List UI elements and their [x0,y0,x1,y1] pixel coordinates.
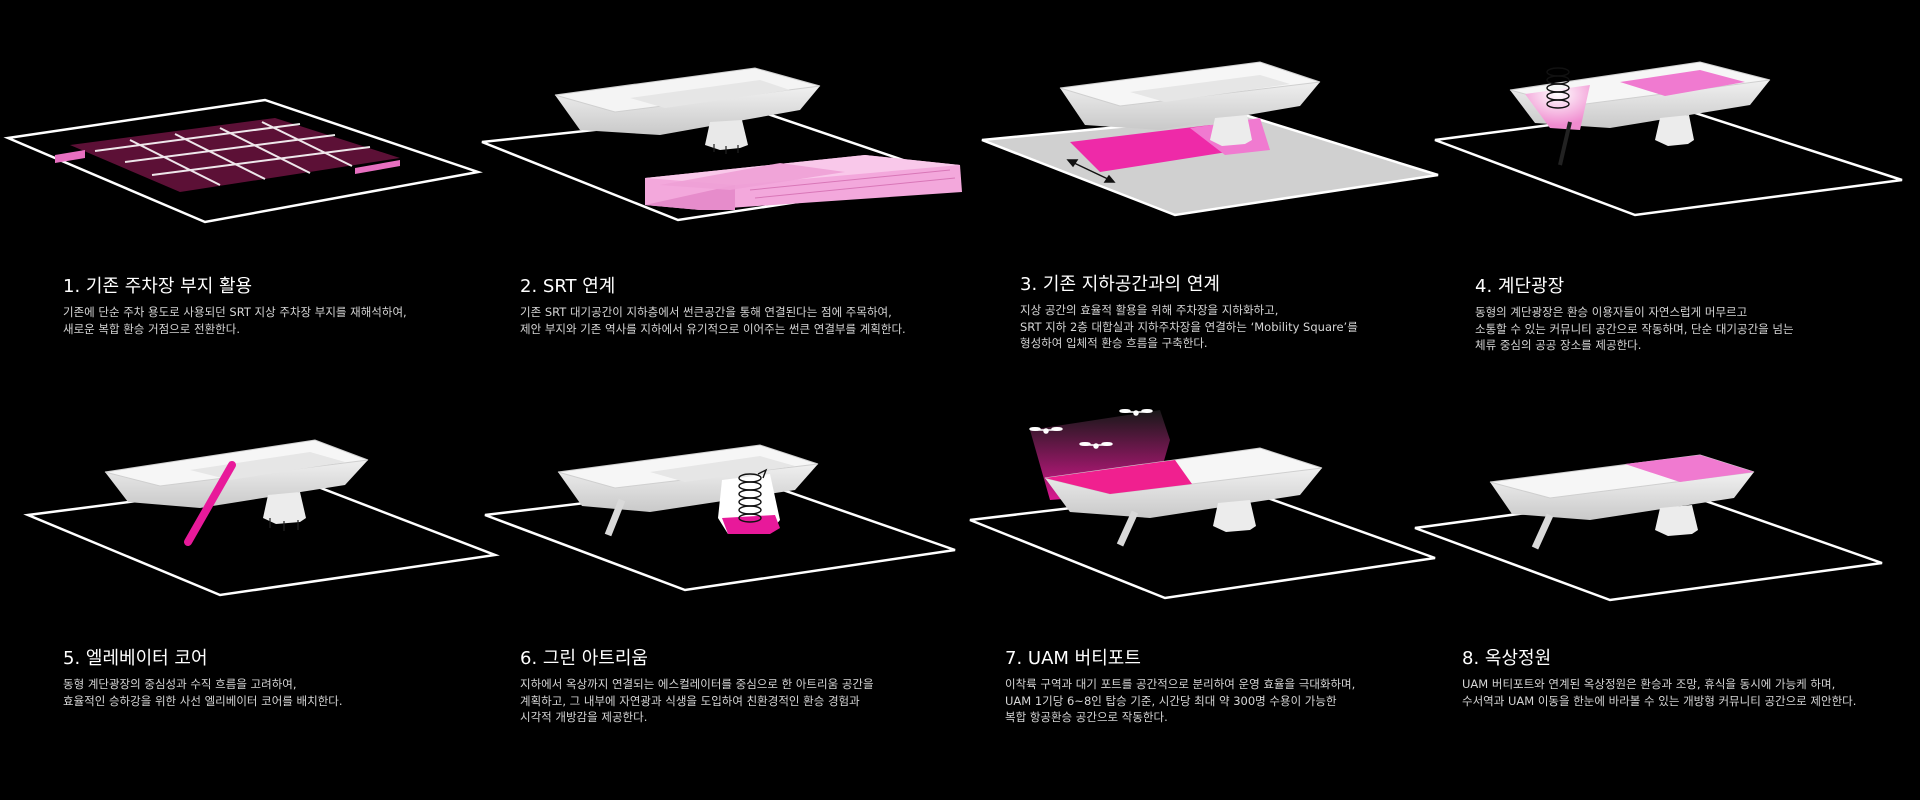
panel-desc-line: 복합 항공환승 공간으로 작동한다. [1005,710,1168,724]
caption-7: 7. UAM 버티포트 이착륙 구역과 대기 포트를 공간적으로 분리하여 운영… [1005,648,1355,726]
drone-icon [1079,442,1113,449]
rooftop-garden-illustration [1414,454,1883,602]
panel-desc-line: SRT 지하 2층 대합실과 지하주차장을 연결하는 ‘Mobility Squ… [1020,319,1358,334]
panel-desc-line: 이착륙 구역과 대기 포트를 공간적으로 분리하여 운영 효율을 극대화하며, [1005,677,1356,691]
rooftop-garden [1625,455,1754,482]
underground-link-illustration [981,61,1439,217]
site-outline [3,98,483,224]
panel-4: 4. 계단광장 동형의 계단광장은 환승 이용자들이 자연스럽게 머무르고 소통… [1430,0,1903,400]
panel-desc-line: UAM 버티포트와 연계된 옥상정원은 환승과 조망, 휴식을 동시에 가능케 … [1462,677,1836,691]
panel-desc-line: 체류 중심의 공공 장소를 제공한다. [1475,338,1642,352]
building-mass [1044,447,1323,547]
parking-site-illustration [3,98,483,224]
support-column [604,498,626,537]
double-arrow-icon [1066,159,1116,183]
sunken-connector [645,155,962,210]
panel-desc-line: 동형의 계단광장은 환승 이용자들이 자연스럽게 머무르고 [1475,305,1748,319]
panel-desc-line: 지상 공간의 효율적 활용을 위해 주차장을 지하화하고, [1020,303,1279,317]
panel-title: 2. SRT 연계 [520,276,616,297]
panel-2: 2. SRT 연계 기존 SRT 대기공간이 지하층에서 썬큰공간을 통해 연결… [470,0,962,400]
caption-3: 3. 기존 지하공간과의 연계 지상 공간의 효율적 활용을 위해 주차장을 지… [1020,274,1358,352]
parking-lot [55,118,400,192]
takeoff-zone [1045,460,1192,494]
panel-title: 8. 옥상정원 [1462,648,1552,669]
green-atrium-illustration [484,444,956,592]
elevator-core-illustration [23,439,500,597]
panel-title: 7. UAM 버티포트 [1005,648,1141,669]
panel-1: 1. 기존 주차장 부지 활용 기존에 단순 주차 용도로 사용되던 SRT 지… [0,0,483,400]
caption-2: 2. SRT 연계 기존 SRT 대기공간이 지하층에서 썬큰공간을 통해 연결… [520,276,906,337]
panel-desc-line: 기존 SRT 대기공간이 지하층에서 썬큰공간을 통해 연결된다는 점에 주목하… [520,305,892,319]
caption-8: 8. 옥상정원 UAM 버티포트와 연계된 옥상정원은 환승과 조망, 휴식을 … [1462,648,1856,709]
panel-title: 5. 엘레베이터 코어 [63,648,208,669]
panel-5: 5. 엘레베이터 코어 동형 계단광장의 중심성과 수직 흐름을 고려하여, 효… [0,400,500,800]
diagonal-elevator-core [184,461,236,546]
building-mass [1489,454,1755,550]
panel-desc-line: 수서역과 UAM 이동을 한눈에 바라볼 수 있는 개방형 커뮤니티 공간으로 … [1462,693,1857,708]
panel-title: 1. 기존 주차장 부지 활용 [63,276,253,297]
building-mass [554,67,821,154]
uam-vertiport-illustration [969,409,1436,600]
caption-6: 6. 그린 아트리움 지하에서 옥상까지 연결되는 에스컬레이터를 중심으로 한… [520,648,874,726]
panel-desc-line: UAM 1기당 6~8인 탑승 기준, 시간당 최대 약 300명 수용이 가능… [1005,693,1337,708]
panel-3: 3. 기존 지하공간과의 연계 지상 공간의 효율적 활용을 위해 주차장을 지… [960,0,1439,400]
panel-desc-line: 시각적 개방감을 제공한다. [520,710,648,724]
panel-desc-line: 지하에서 옥상까지 연결되는 에스컬레이터를 중심으로 한 아트리움 공간을 [520,677,874,691]
caption-4: 4. 계단광장 동형의 계단광장은 환승 이용자들이 자연스럽게 머무르고 소통… [1475,276,1794,354]
panel-title: 3. 기존 지하공간과의 연계 [1020,274,1220,295]
panel-desc-line: 효율적인 승하강을 위한 사선 엘리베이터 코어를 배치한다. [63,693,343,708]
drone-icon [1029,427,1063,434]
panel-desc-line: 동형 계단광장의 중심성과 수직 흐름을 고려하여, [63,677,297,691]
spiral-staircase-icon [1546,67,1570,109]
panel-desc-line: 제안 부지와 기존 역사를 지하에서 유기적으로 이어주는 썬큰 연결부를 계획… [520,321,906,336]
caption-1: 1. 기존 주차장 부지 활용 기존에 단순 주차 용도로 사용되던 SRT 지… [63,276,407,337]
support-column [1116,510,1139,547]
panel-8: 8. 옥상정원 UAM 버티포트와 연계된 옥상정원은 환승과 조망, 휴식을 … [1410,400,1883,800]
panel-title: 6. 그린 아트리움 [520,648,648,669]
caption-5: 5. 엘레베이터 코어 동형 계단광장의 중심성과 수직 흐름을 고려하여, 효… [63,648,343,709]
panel-title: 4. 계단광장 [1475,276,1565,297]
panel-desc-line: 소통할 수 있는 커뮤니티 공간으로 작동하며, 단순 대기공간을 넘는 [1475,321,1794,336]
atrium-greenery [722,515,780,534]
srt-connection-illustration [481,67,962,222]
panel-desc-line: 새로운 복합 환승 거점으로 전환한다. [63,321,240,336]
panel-desc-line: 계획하고, 그 내부에 자연광과 식생을 도입하여 친환경적인 환승 경험과 [520,693,860,708]
panel-7: 7. UAM 버티포트 이착륙 구역과 대기 포트를 공간적으로 분리하여 운영… [960,400,1436,800]
panel-desc-line: 기존에 단순 주차 용도로 사용되던 SRT 지상 주차장 부지를 재해석하여, [63,305,407,319]
building-mass [1059,61,1321,146]
stair-plaza-illustration [1434,61,1903,217]
building-mass [557,444,819,537]
panel-desc-line: 형성하여 입체적 환승 흐름을 구축한다. [1020,336,1208,350]
drone-icon [1119,409,1153,416]
building-mass [104,439,369,531]
panel-6: 6. 그린 아트리움 지하에서 옥상까지 연결되는 에스컬레이터를 중심으로 한… [470,400,956,800]
support-column [1531,513,1554,550]
support-column [1558,121,1572,166]
escalator-spiral-icon [738,468,768,523]
